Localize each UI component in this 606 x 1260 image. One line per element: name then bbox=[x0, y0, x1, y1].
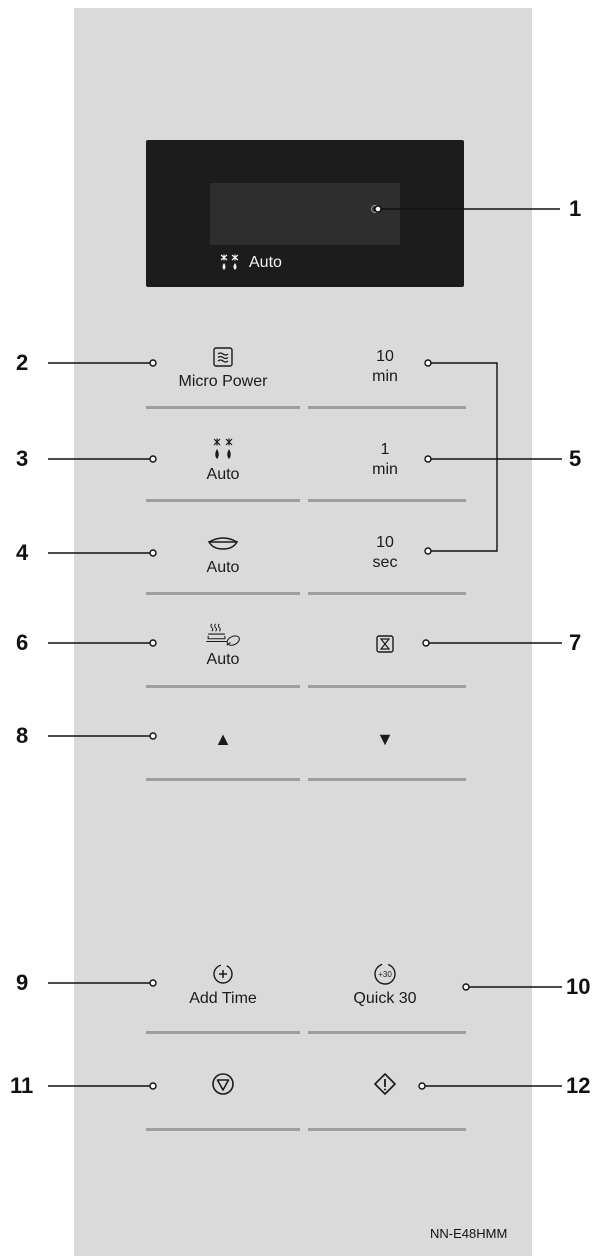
button-divider bbox=[308, 1031, 466, 1034]
steam-reheat-icon bbox=[206, 622, 240, 646]
callout-number: 4 bbox=[16, 540, 29, 565]
lcd-screen bbox=[210, 183, 400, 245]
callout-number: 12 bbox=[566, 1073, 591, 1098]
one-min-value: 1 bbox=[380, 441, 390, 458]
button-divider bbox=[146, 778, 300, 781]
add-time-label: Add Time bbox=[189, 989, 257, 1007]
callout-number: 8 bbox=[16, 723, 29, 748]
quick30-icon-text: +30 bbox=[378, 970, 392, 979]
start-icon bbox=[374, 1073, 396, 1095]
display-auto-label: Auto bbox=[249, 254, 282, 271]
one-min-unit: min bbox=[372, 461, 398, 478]
button-divider bbox=[146, 592, 300, 595]
ten-sec-unit: sec bbox=[372, 554, 398, 571]
callout-number: 9 bbox=[16, 970, 29, 995]
button-divider bbox=[146, 685, 300, 688]
button-divider bbox=[308, 499, 466, 502]
callout-number: 1 bbox=[569, 196, 582, 221]
button-divider bbox=[146, 499, 300, 502]
microwave-waves-icon bbox=[213, 346, 233, 367]
defrost-droplets-icon bbox=[220, 254, 239, 270]
quick30-icon: +30 bbox=[374, 962, 396, 985]
callout-number: 7 bbox=[569, 630, 582, 655]
button-divider bbox=[146, 1031, 300, 1034]
button-divider bbox=[146, 406, 300, 409]
defrost-auto-button[interactable]: Auto bbox=[146, 425, 300, 495]
stop-icon bbox=[212, 1073, 234, 1095]
dish-icon bbox=[207, 536, 239, 550]
timer-button[interactable] bbox=[308, 610, 462, 680]
display-auto-indicator: Auto bbox=[217, 254, 282, 272]
up-arrow-icon: ▲ bbox=[214, 728, 232, 749]
micro-power-label: Micro Power bbox=[178, 372, 268, 390]
ten-min-button[interactable]: 10 min bbox=[308, 332, 462, 402]
ten-min-unit: min bbox=[372, 368, 398, 385]
steam-auto-button[interactable]: Auto bbox=[146, 610, 300, 680]
button-divider bbox=[308, 778, 466, 781]
hourglass-icon bbox=[376, 635, 394, 653]
button-divider bbox=[146, 1128, 300, 1131]
quick-30-button[interactable]: +30 Quick 30 bbox=[308, 949, 462, 1019]
micro-power-button[interactable]: Micro Power bbox=[146, 332, 300, 402]
quick-30-label: Quick 30 bbox=[353, 989, 417, 1007]
add-time-icon bbox=[213, 963, 233, 984]
stop-button[interactable] bbox=[146, 1050, 300, 1120]
cook-auto-button[interactable]: Auto bbox=[146, 518, 300, 588]
callout-number: 11 bbox=[10, 1073, 34, 1098]
button-divider bbox=[308, 592, 466, 595]
steam-auto-label: Auto bbox=[206, 650, 240, 668]
callout-number: 6 bbox=[16, 630, 29, 655]
ten-min-value: 10 bbox=[376, 348, 394, 365]
down-arrow-icon: ▼ bbox=[376, 728, 394, 749]
callout-number: 10 bbox=[566, 974, 591, 999]
button-divider bbox=[308, 406, 466, 409]
down-button[interactable]: ▼ bbox=[308, 704, 462, 774]
ten-sec-button[interactable]: 10 sec bbox=[308, 518, 462, 588]
callout-number: 2 bbox=[16, 350, 29, 375]
up-button[interactable]: ▲ bbox=[146, 704, 300, 774]
start-button[interactable] bbox=[308, 1050, 462, 1120]
ten-sec-value: 10 bbox=[376, 534, 394, 551]
model-number: NN-E48HMM bbox=[430, 1226, 508, 1241]
add-time-button[interactable]: Add Time bbox=[146, 949, 300, 1019]
defrost-auto-label: Auto bbox=[206, 465, 240, 483]
one-min-button[interactable]: 1 min bbox=[308, 425, 462, 495]
callout-number: 5 bbox=[569, 446, 582, 471]
button-divider bbox=[308, 1128, 466, 1131]
cook-auto-label: Auto bbox=[206, 558, 240, 576]
callout-number: 3 bbox=[16, 446, 29, 471]
button-divider bbox=[308, 685, 466, 688]
defrost-droplets-icon bbox=[213, 438, 233, 459]
